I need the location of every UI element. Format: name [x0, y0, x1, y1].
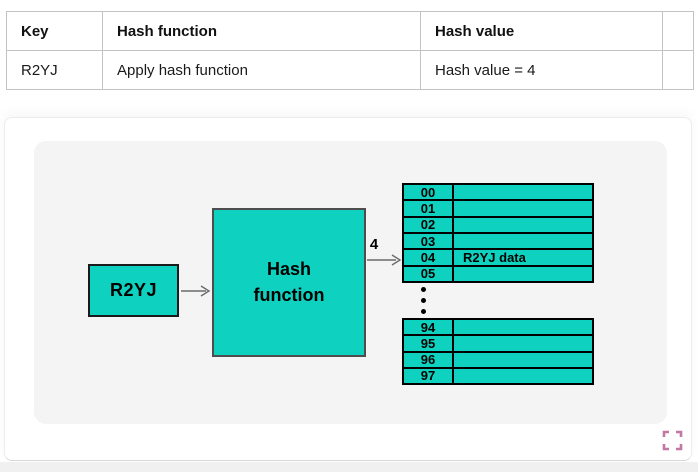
ellipsis-dots-icon — [421, 287, 426, 314]
bucket-index: 00 — [404, 185, 454, 200]
arrow-hash-value-label: 4 — [369, 236, 379, 253]
expand-corners-icon — [662, 430, 683, 451]
hash-summary-table: Key Hash function Hash value R2YJ Apply … — [6, 11, 694, 90]
bucket-index: 05 — [404, 266, 454, 281]
bucket-value — [454, 320, 592, 334]
bucket-value — [454, 201, 592, 215]
table-row: R2YJ Apply hash function Hash value = 4 — [6, 50, 694, 90]
cell-key: R2YJ — [6, 50, 103, 90]
bucket-row-05: 05 — [404, 264, 592, 281]
bucket-row-02: 02 — [404, 215, 592, 232]
page-bottom-strip — [0, 462, 698, 472]
bucket-row-96: 96 — [404, 350, 592, 367]
fullscreen-button[interactable] — [662, 430, 683, 451]
bucket-index: 04 — [404, 250, 454, 265]
bucket-row-01: 01 — [404, 199, 592, 216]
header-hash-value: Hash value — [420, 11, 663, 51]
cell-empty — [662, 50, 694, 90]
bucket-row-94: 94 — [404, 320, 592, 335]
bucket-row-04: 04 R2YJ data — [404, 248, 592, 265]
bucket-table-top: 00 01 02 03 04 R2YJ data 05 — [402, 183, 594, 283]
key-node-label: R2YJ — [109, 280, 158, 300]
bucket-index: 95 — [404, 336, 454, 351]
bucket-index: 02 — [404, 217, 454, 232]
bucket-value — [454, 218, 592, 232]
bucket-value — [454, 185, 592, 199]
bucket-index: 97 — [404, 368, 454, 383]
hash-function-node: Hash function — [212, 208, 366, 357]
bucket-row-00: 00 — [404, 185, 592, 200]
bucket-value — [454, 336, 592, 350]
bucket-index: 03 — [404, 234, 454, 249]
bucket-index: 94 — [404, 320, 454, 335]
bucket-value — [454, 267, 592, 281]
bucket-row-95: 95 — [404, 334, 592, 351]
header-empty — [662, 11, 694, 51]
cell-hash-value: Hash value = 4 — [420, 50, 663, 90]
diagram-card: R2YJ Hash function 4 00 01 02 03 04 R2YJ… — [4, 117, 692, 461]
bucket-value — [454, 234, 592, 248]
bucket-row-97: 97 — [404, 366, 592, 383]
bucket-value — [454, 369, 592, 383]
bucket-value-r2yj-data: R2YJ data — [463, 249, 526, 265]
hash-function-label: Hash function — [253, 259, 325, 305]
bucket-index: 96 — [404, 352, 454, 367]
bucket-row-03: 03 — [404, 231, 592, 249]
bucket-table-bottom: 94 95 96 97 — [402, 318, 594, 385]
table-header-row: Key Hash function Hash value — [6, 11, 694, 51]
cell-hash-function: Apply hash function — [102, 50, 421, 90]
header-hash-function: Hash function — [102, 11, 421, 51]
key-node: R2YJ — [88, 264, 179, 317]
bucket-value — [454, 353, 592, 367]
bucket-index: 01 — [404, 201, 454, 216]
header-key: Key — [6, 11, 103, 51]
